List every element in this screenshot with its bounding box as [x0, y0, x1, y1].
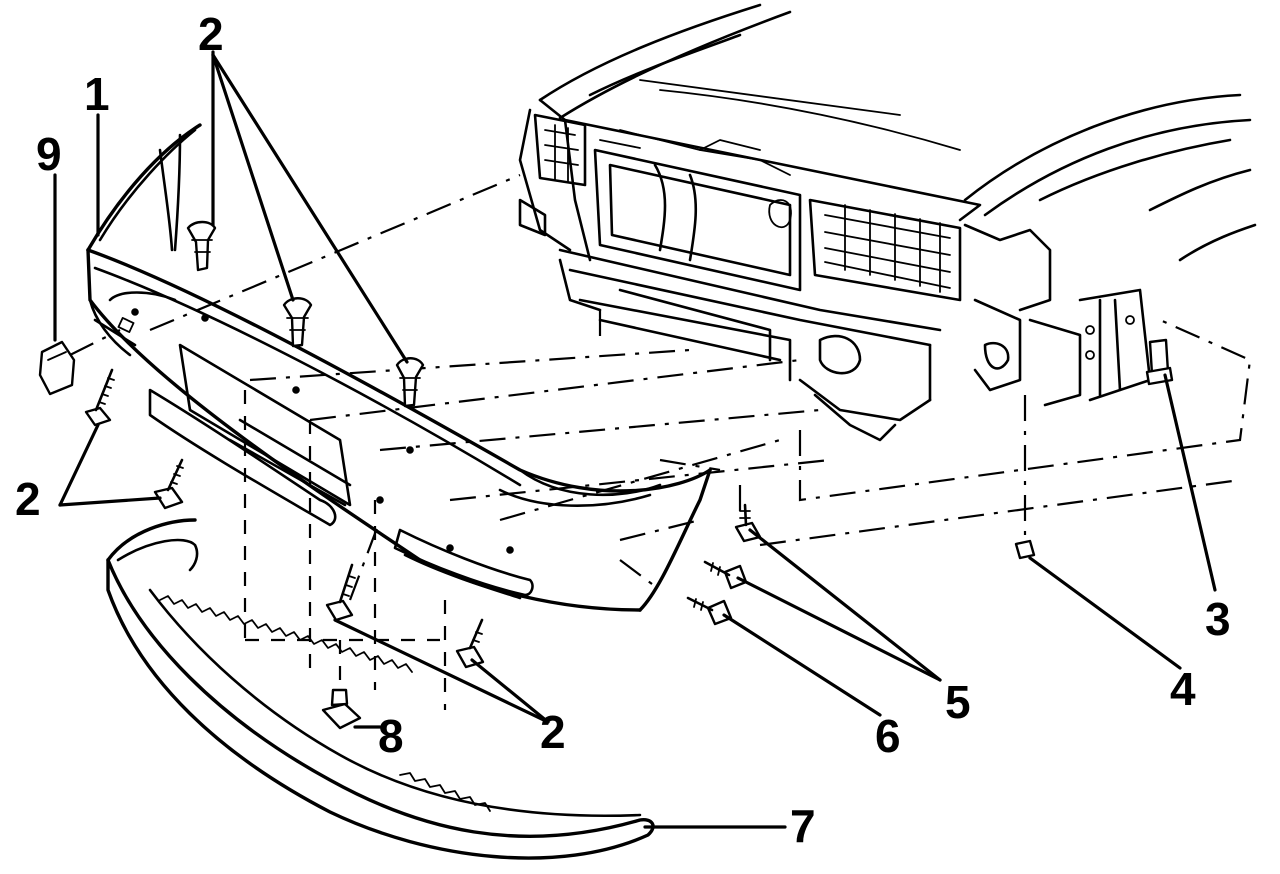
push-pin-retainer — [282, 297, 313, 348]
end-cap — [38, 340, 76, 396]
vehicle-front-end — [518, 3, 1257, 442]
callout-4: 4 — [1170, 663, 1196, 715]
callout-5: 5 — [945, 676, 971, 728]
valance-clip — [321, 688, 362, 730]
callouts: 1 2 2 2 3 4 5 6 7 8 9 — [15, 8, 1231, 852]
bumper-cover — [86, 123, 712, 612]
callout-1: 1 — [84, 68, 110, 120]
assembly-lines — [69, 173, 1252, 710]
push-pin-retainer — [395, 357, 425, 408]
fasteners — [38, 220, 1174, 730]
lower-valance — [106, 518, 655, 860]
callout-8: 8 — [378, 710, 404, 762]
retainer-clip — [1145, 338, 1174, 386]
callout-3: 3 — [1205, 593, 1231, 645]
callout-2-lower: 2 — [540, 706, 566, 758]
callout-7: 7 — [790, 800, 816, 852]
bolt-fastener — [703, 560, 748, 590]
leader-lines — [53, 50, 1217, 829]
nut — [1014, 539, 1036, 560]
callout-2-upper: 2 — [198, 8, 224, 60]
callout-2-left: 2 — [15, 473, 41, 525]
screw-fastener — [84, 368, 115, 427]
screw-fastener — [455, 618, 485, 669]
screw-fastener — [153, 458, 184, 510]
bolt-fastener — [686, 596, 733, 626]
callout-9: 9 — [36, 128, 62, 180]
push-pin-retainer — [186, 220, 217, 272]
screw-fastener — [325, 563, 356, 622]
callout-6: 6 — [875, 710, 901, 762]
